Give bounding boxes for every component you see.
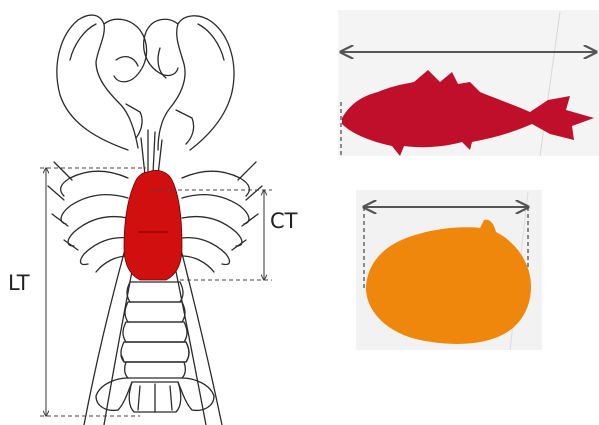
- right-claw: [144, 16, 234, 150]
- shell-measurement: [356, 190, 542, 350]
- fish-measurement: [338, 10, 599, 156]
- total-length-dimension: LT: [8, 168, 146, 416]
- left-claw: [57, 15, 147, 150]
- carapace-highlight: [124, 170, 182, 280]
- carapace-length-label: CT: [270, 209, 298, 233]
- total-length-label: LT: [8, 271, 30, 295]
